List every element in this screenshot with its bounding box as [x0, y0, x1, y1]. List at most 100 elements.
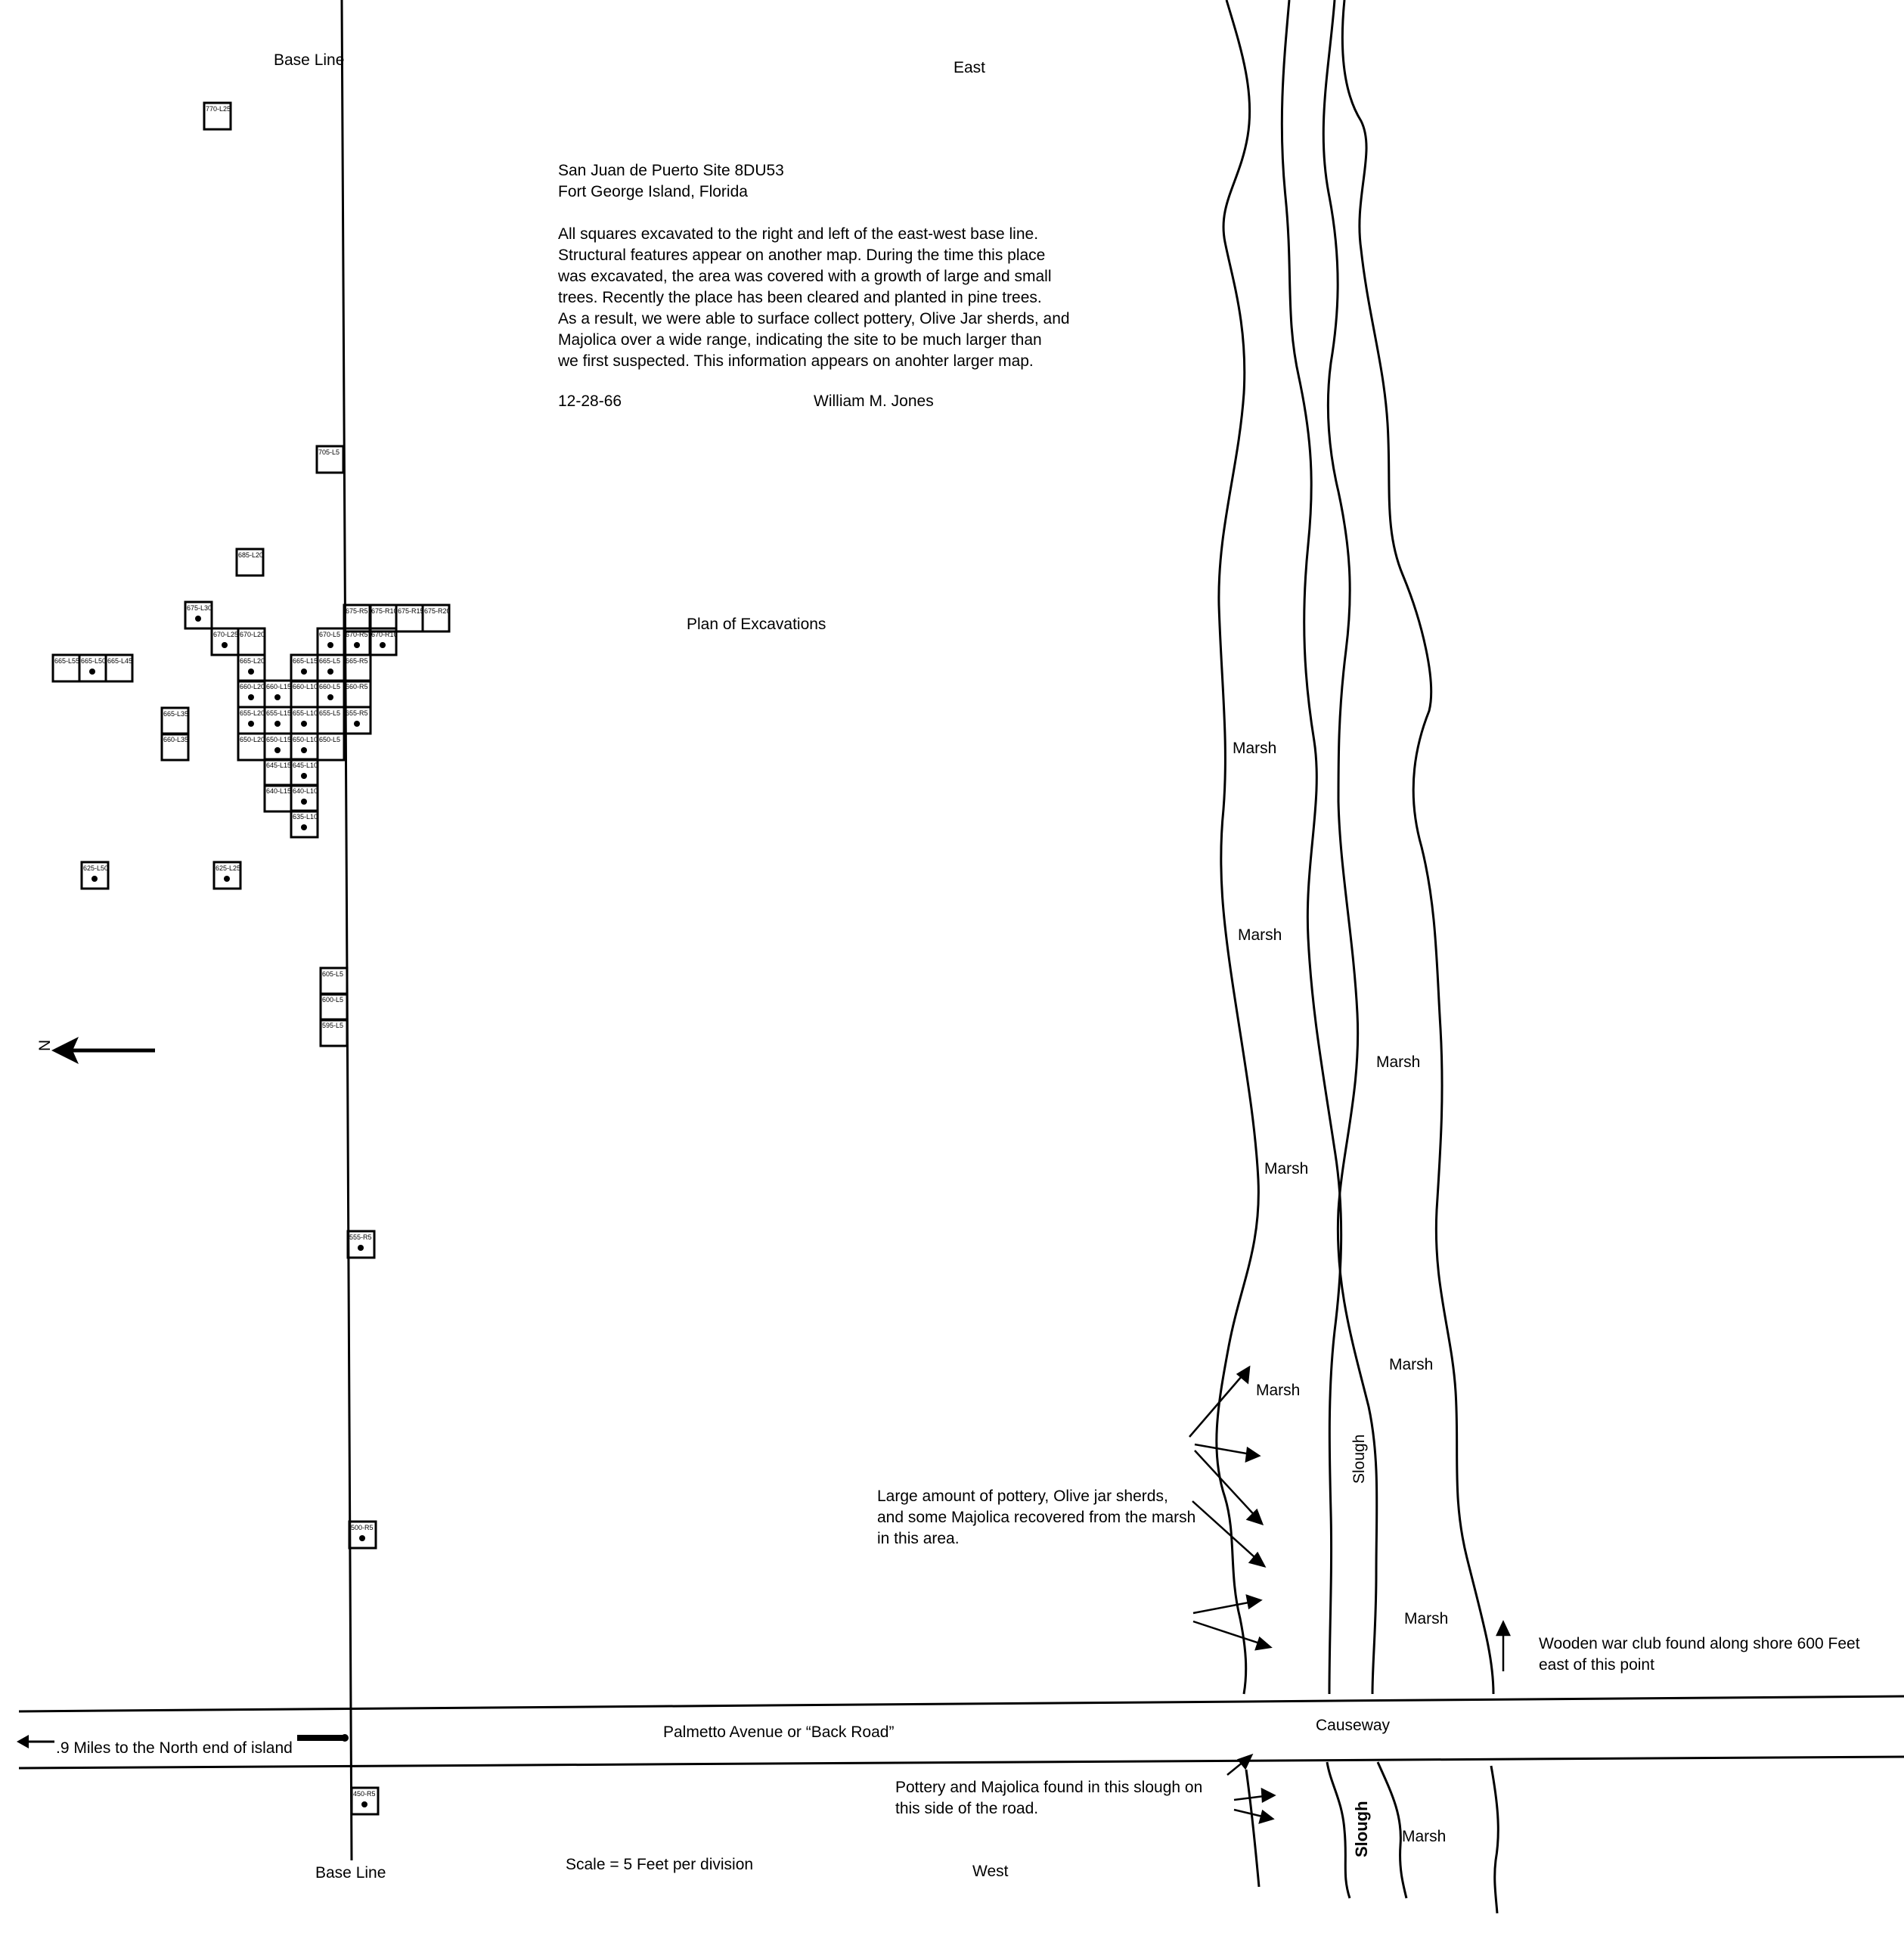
excavation-square: 655-R5: [343, 706, 372, 735]
square-outline: [343, 706, 372, 735]
excavation-square: 655-L20: [237, 706, 266, 735]
slough-south-east: [1376, 1761, 1408, 1899]
excavation-square: 650-L5: [316, 732, 346, 762]
find-dot: [327, 694, 333, 700]
find-dot: [354, 642, 360, 648]
slough-find-arrows: [1226, 1753, 1276, 1824]
find-dot: [222, 642, 228, 648]
excavation-square: 660-L10: [290, 679, 319, 709]
square-label: 660-L10: [293, 683, 318, 690]
excavation-square: 665-L55: [51, 653, 81, 683]
square-label: 670-R10: [371, 631, 398, 638]
square-outline: [212, 861, 242, 890]
excavation-square: 675-R20: [421, 603, 451, 633]
slough-west-bank: [1322, 0, 1378, 1695]
square-label: 645-L10: [293, 762, 318, 769]
find-dot: [301, 747, 307, 753]
excavation-square: 640-L10: [290, 783, 319, 813]
scale-label: Scale = 5 Feet per division: [566, 1856, 753, 1873]
excavation-square: 665-L20: [237, 653, 266, 683]
left-arrow-icon: [17, 1735, 54, 1748]
excavation-square: 655-L15: [263, 706, 293, 735]
excavation-square: 625-L25: [212, 861, 242, 890]
slough-label-1: Slough: [1350, 1435, 1368, 1484]
square-outline: [368, 627, 398, 656]
excavation-square: 655-L10: [290, 706, 319, 735]
find-dot: [301, 721, 307, 727]
excavation-square: 650-L15: [263, 732, 293, 762]
square-label: 450-R5: [353, 1790, 376, 1798]
north-label: N: [36, 1040, 54, 1051]
slough-label-2: Slough: [1352, 1801, 1371, 1857]
square-label: 595-L5: [322, 1022, 343, 1029]
excavation-square: 645-L15: [263, 758, 293, 787]
square-label: 665-L45: [107, 657, 132, 665]
find-dot: [248, 694, 254, 700]
find-dot: [224, 876, 230, 882]
east-label: East: [954, 59, 985, 76]
slough-note-line-1: Pottery and Majolica found in this sloug…: [895, 1779, 1202, 1796]
find-dot: [354, 721, 360, 727]
square-label: 670-L25: [213, 631, 238, 638]
square-outline: [184, 600, 213, 630]
square-outline: [203, 101, 232, 131]
square-label: 605-L5: [322, 970, 343, 978]
square-outline: [235, 548, 265, 577]
map-author: William M. Jones: [814, 392, 934, 410]
square-label: 675-R15: [398, 607, 424, 615]
excavation-square: 655-L5: [316, 706, 346, 735]
square-label: 655-L20: [240, 709, 265, 717]
excavation-square: 645-L10: [290, 758, 319, 787]
description-line-2: Structural features appear on another ma…: [558, 247, 1045, 264]
square-label: 705-L5: [318, 448, 340, 456]
north-arrow-icon: [51, 1037, 155, 1064]
description-line-6: Majolica over a wide range, indicating t…: [558, 331, 1042, 349]
square-label: 650-L10: [293, 736, 318, 743]
square-label: 625-L50: [83, 864, 108, 872]
marsh-south-east: [1490, 1765, 1499, 1914]
excavation-square: 665-R5: [343, 653, 372, 683]
plan-title: Plan of Excavations: [687, 616, 826, 633]
square-label: 650-L5: [319, 736, 340, 743]
baseline-bottom-label: Base Line: [315, 1864, 386, 1882]
excavation-square: 670-L5: [316, 627, 346, 656]
square-outline: [316, 732, 346, 762]
excavation-square: 660-L5: [316, 679, 346, 709]
find-dot: [358, 1245, 364, 1251]
excavation-square: 650-L20: [237, 732, 266, 762]
excavation-square: 670-R10: [368, 627, 398, 656]
excavation-square: 670-L25: [210, 627, 240, 656]
square-label: 670-L20: [240, 631, 265, 638]
find-dot: [248, 669, 254, 675]
square-label: 665-L15: [293, 657, 318, 665]
marsh-label-4: Marsh: [1264, 1160, 1308, 1177]
excavation-square: 660-L20: [237, 679, 266, 709]
find-dot: [327, 642, 333, 648]
description-line-4: trees. Recently the place has been clear…: [558, 289, 1042, 306]
square-label: 645-L15: [266, 762, 291, 769]
square-label: 655-L5: [319, 709, 340, 717]
road-stub-dot: [341, 1734, 349, 1742]
excavation-square: 595-L5: [319, 1018, 349, 1047]
square-label: 640-L10: [293, 787, 318, 795]
road-distance-label: .9 Miles to the North end of island: [56, 1739, 293, 1757]
square-outline: [160, 732, 190, 762]
excavation-square: 450-R5: [350, 1786, 380, 1816]
west-label: West: [972, 1863, 1009, 1880]
excavation-square: 660-L35: [160, 732, 190, 762]
square-label: 640-L15: [266, 787, 291, 795]
find-dot: [89, 669, 95, 675]
square-label: 635-L10: [293, 813, 318, 821]
site-location: Fort George Island, Florida: [558, 183, 748, 200]
excavation-square: 665-L35: [160, 706, 190, 736]
excavation-square: 660-R5: [343, 679, 372, 709]
find-dot: [274, 721, 281, 727]
marsh-label-8: Marsh: [1402, 1828, 1446, 1845]
square-label: 770-L25: [206, 105, 231, 113]
description-line-5: As a result, we were able to surface col…: [558, 310, 1070, 327]
square-label: 675-R10: [371, 607, 398, 615]
find-dot: [380, 642, 386, 648]
marsh-label-6: Marsh: [1256, 1382, 1300, 1399]
square-label: 660-L5: [319, 683, 340, 690]
